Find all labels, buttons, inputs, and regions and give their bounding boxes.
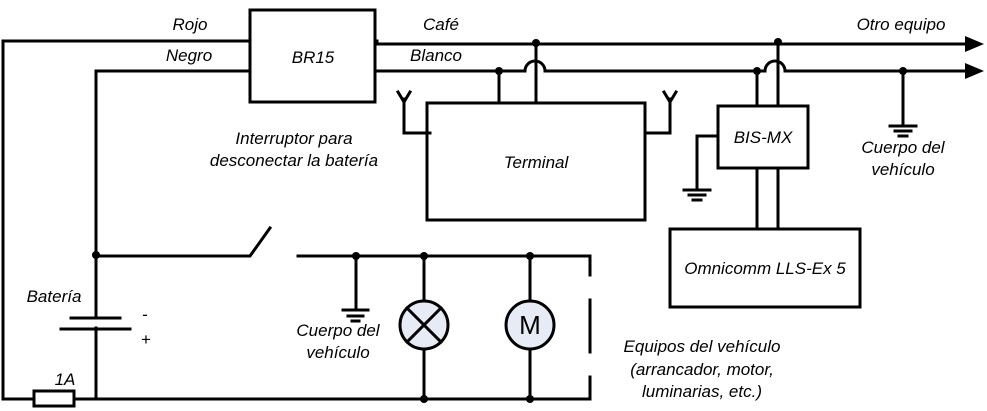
junction [352,252,360,260]
antenna-icon-right [643,89,679,135]
br15-label: BR15 [292,48,335,67]
body-left-label-line2: vehículo [306,343,369,362]
lls-block [668,227,862,309]
terminal-label: Terminal [504,153,570,172]
fuse-label: 1A [55,370,76,389]
equipment-label-line3: luminarias, etc.) [642,382,762,401]
lamp-icon [398,299,450,351]
wire-blanco [375,59,967,73]
motor-label: M [519,310,541,340]
motor-icon: M [504,299,556,351]
junction [774,38,782,46]
wire-switch-right [296,254,592,277]
ground-icon-left [341,308,370,323]
wire-cafe [375,39,967,46]
otro-equipo-label: Otro equipo [857,15,946,34]
body-left-label-line1: Cuerpo del [296,321,380,340]
fuse-1a [32,389,76,408]
junction [532,39,540,47]
wire-label-cafe: Café [423,15,459,34]
lls-label: Omnicomm LLS-Ex 5 [684,259,846,278]
battery-minus-label: - [142,305,148,324]
junction [420,395,428,403]
junction [420,252,428,260]
switch-label-line1: Interruptor para [235,129,352,148]
equipment-label-line2: (arrancador, motor, [630,360,774,379]
junction [899,67,907,75]
body-right-label-line2: vehículo [871,160,934,179]
ground-icon-bismx [682,188,712,202]
wire-rojo [1,39,252,401]
switch-label-line2: desconectar la batería [210,151,378,170]
wire-label-blanco: Blanco [410,46,462,65]
body-right-label-line1: Cuerpo del [861,138,945,157]
arrow-icon-blanco [965,63,984,79]
wire-negro [94,69,252,256]
ground-icon-right [888,124,918,138]
junction [526,395,534,403]
junction [495,67,503,75]
bis-mx-label: BIS-MX [734,128,793,147]
br15-block [248,8,377,104]
arrow-icon-cafe [965,36,984,52]
junction [753,67,761,75]
wire-switch-left [94,225,273,258]
junction [526,252,534,260]
antenna-icon-left [395,89,432,135]
equipment-label-line1: Equipos del vehículo [624,337,781,356]
wire-bismx-ground [695,134,720,192]
junction [92,251,100,259]
bis-mx-block [716,104,810,170]
battery-label: Batería [27,287,82,306]
wire-label-rojo: Rojo [173,15,208,34]
wire-label-negro: Negro [166,46,212,65]
battery-plus-label: + [141,330,151,349]
